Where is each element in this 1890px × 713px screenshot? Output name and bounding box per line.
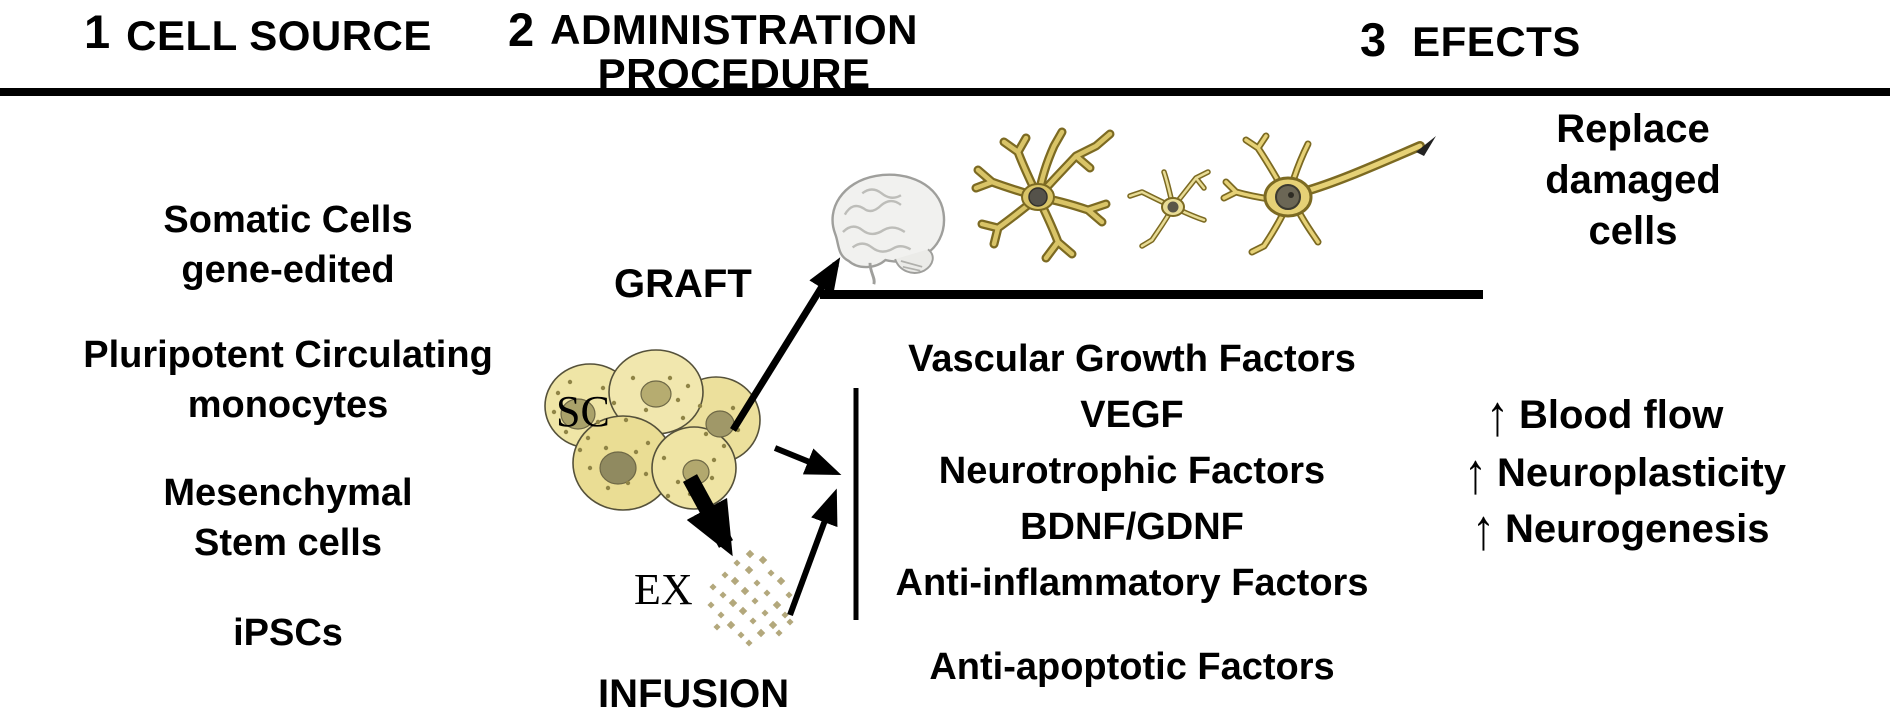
astrocyte-icon (971, 127, 1115, 263)
section-header-effects: 3 EFECTS (1360, 16, 1581, 64)
exosomes-ex-label: EX (634, 565, 693, 614)
factor-bdnf-gdnf: BDNF/GDNF (1020, 506, 1244, 548)
section-title-cell-source: CELL SOURCE (126, 12, 432, 59)
cell-source-somatic: Somatic Cells gene-edited (163, 199, 413, 292)
exosomes-illustration (707, 549, 794, 647)
section-title-administration: ADMINISTRATION PROCEDURE (550, 6, 918, 98)
section-title-effects: EFECTS (1412, 18, 1581, 65)
outcome-neuroplasticity-label: Neuroplasticity (1497, 450, 1786, 495)
cell-source-ipscs: iPSCs (233, 612, 343, 654)
outcome-blood-flow-label: Blood flow (1519, 392, 1724, 437)
neuron-icon (1220, 132, 1436, 256)
graft-label: GRAFT (614, 262, 752, 306)
factor-anti-inflammatory: Anti-inflammatory Factors (895, 562, 1369, 604)
section-number-1: 1 (84, 5, 111, 58)
factor-anti-apoptotic: Anti-apoptotic Factors (929, 646, 1335, 688)
factor-neurotrophic: Neurotrophic Factors (938, 450, 1326, 492)
factor-vegf: VEGF (1080, 394, 1184, 436)
outcome-blood-flow: ↑ Blood flow (1464, 383, 1724, 448)
neural-cells-illustration (971, 127, 1436, 263)
cell-source-mesenchymal: Mesenchymal Stem cells (163, 472, 413, 565)
stem-cells-sc-label: SC (556, 387, 610, 436)
cell-source-monocytes: Pluripotent Circulating monocytes (83, 334, 493, 427)
microglia-icon (1127, 169, 1211, 249)
outcome-neuroplasticity: ↑ Neuroplasticity (1464, 441, 1786, 506)
section-number-2: 2 (508, 3, 535, 56)
header-divider-line (0, 88, 1890, 96)
section-header-cell-source: 1 CELL SOURCE (84, 8, 432, 58)
brain-illustration (831, 173, 946, 285)
factor-vascular-growth: Vascular Growth Factors (908, 338, 1356, 380)
sc-to-factors-arrow (773, 445, 842, 476)
up-arrow-icon: ↑ (1464, 440, 1487, 506)
section-header-administration: 2 ADMINISTRATION PROCEDURE (508, 6, 918, 96)
section-number-3: 3 (1360, 13, 1387, 66)
up-arrow-icon: ↑ (1486, 382, 1509, 448)
replace-damaged-cells-label: Replace damaged cells (1545, 107, 1721, 254)
up-arrow-icon: ↑ (1472, 496, 1495, 562)
outcome-neurogenesis-label: Neurogenesis (1505, 506, 1770, 551)
outcome-neurogenesis: ↑ Neurogenesis (1464, 497, 1770, 562)
infusion-label: INFUSION (598, 672, 790, 713)
